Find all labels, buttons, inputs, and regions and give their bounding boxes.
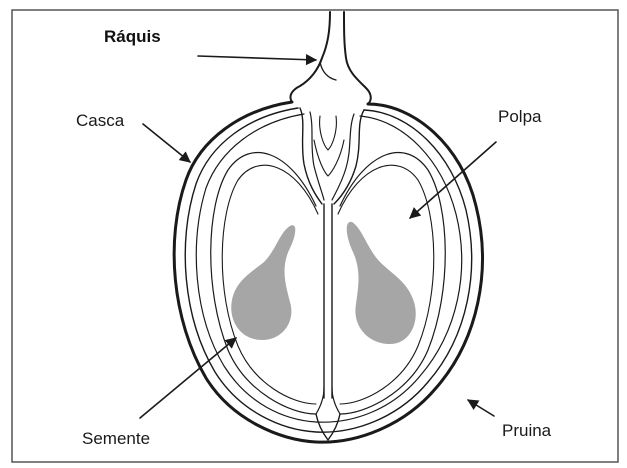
casca-arrow bbox=[143, 124, 190, 162]
label-pruina: Pruina bbox=[502, 421, 552, 440]
label-semente: Semente bbox=[82, 429, 150, 448]
semente-arrow bbox=[140, 338, 236, 418]
seed-left bbox=[231, 225, 295, 340]
image-frame bbox=[12, 10, 618, 462]
seed-right bbox=[347, 222, 416, 344]
label-raquis: Ráquis bbox=[104, 27, 161, 46]
label-polpa: Polpa bbox=[498, 107, 542, 126]
label-casca: Casca bbox=[76, 111, 125, 130]
pruina-arrow bbox=[468, 400, 494, 416]
berry-skin bbox=[174, 102, 482, 442]
raquis-arrow bbox=[198, 56, 316, 60]
rachis-stem bbox=[290, 12, 370, 104]
